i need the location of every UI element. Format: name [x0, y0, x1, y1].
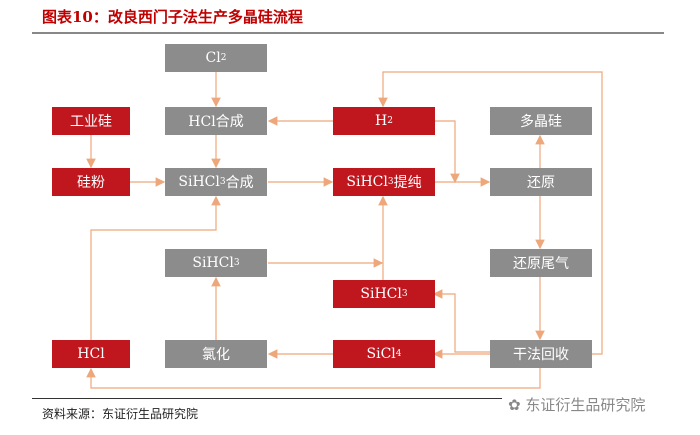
node-label: H [375, 113, 388, 129]
arrow-h2-reduction [433, 120, 460, 184]
node-hcl: HCl [52, 340, 130, 368]
node-subscript: 2 [387, 116, 393, 126]
node-label: SiHCl [178, 174, 220, 190]
node-tail-gas: 还原尾气 [490, 249, 592, 277]
source-note: 资料来源：东证衍生品研究院 [42, 407, 199, 421]
node-subscript: 3 [387, 177, 394, 187]
node-subscript: 2 [220, 53, 227, 63]
node-label: SiHCl [346, 174, 388, 190]
watermark-text: 东证衍生品研究院 [525, 396, 646, 414]
watermark: ✿ 东证衍生品研究院 [508, 394, 645, 415]
figure-title: 图表10：改良西门子法生产多晶硅流程 [42, 8, 303, 26]
node-subscript: 4 [395, 349, 402, 359]
node-suffix: 合成 [225, 175, 254, 191]
node-label: SiHCl [360, 286, 402, 302]
arrow-recovery-h2 [378, 71, 603, 355]
node-suffix: 提纯 [393, 175, 422, 191]
node-reduction: 还原 [490, 168, 592, 196]
node-silicon-powder: 硅粉 [52, 168, 130, 196]
node-industrial-silicon: 工业硅 [52, 107, 130, 135]
node-hcl-synthesis: HCl合成 [165, 107, 267, 135]
node-label: SiCl [366, 346, 396, 362]
arrow-recovery-sihcl3 [432, 289, 490, 353]
node-label: SiHCl [192, 255, 234, 271]
node-subscript: 3 [219, 177, 226, 187]
node-subscript: 3 [401, 289, 408, 299]
bottom-divider [32, 398, 502, 399]
wechat-icon: ✿ [508, 396, 526, 414]
node-subscript: 3 [233, 258, 240, 268]
node-polysilicon: 多晶硅 [490, 107, 592, 135]
node-label: Cl [205, 50, 221, 66]
top-divider [32, 32, 664, 34]
arrow-hcl-synth [90, 195, 221, 340]
arrow-recovery-hcl [86, 367, 541, 389]
node-chlorination: 氯化 [165, 340, 267, 368]
node-dry-recovery: 干法回收 [490, 340, 592, 368]
